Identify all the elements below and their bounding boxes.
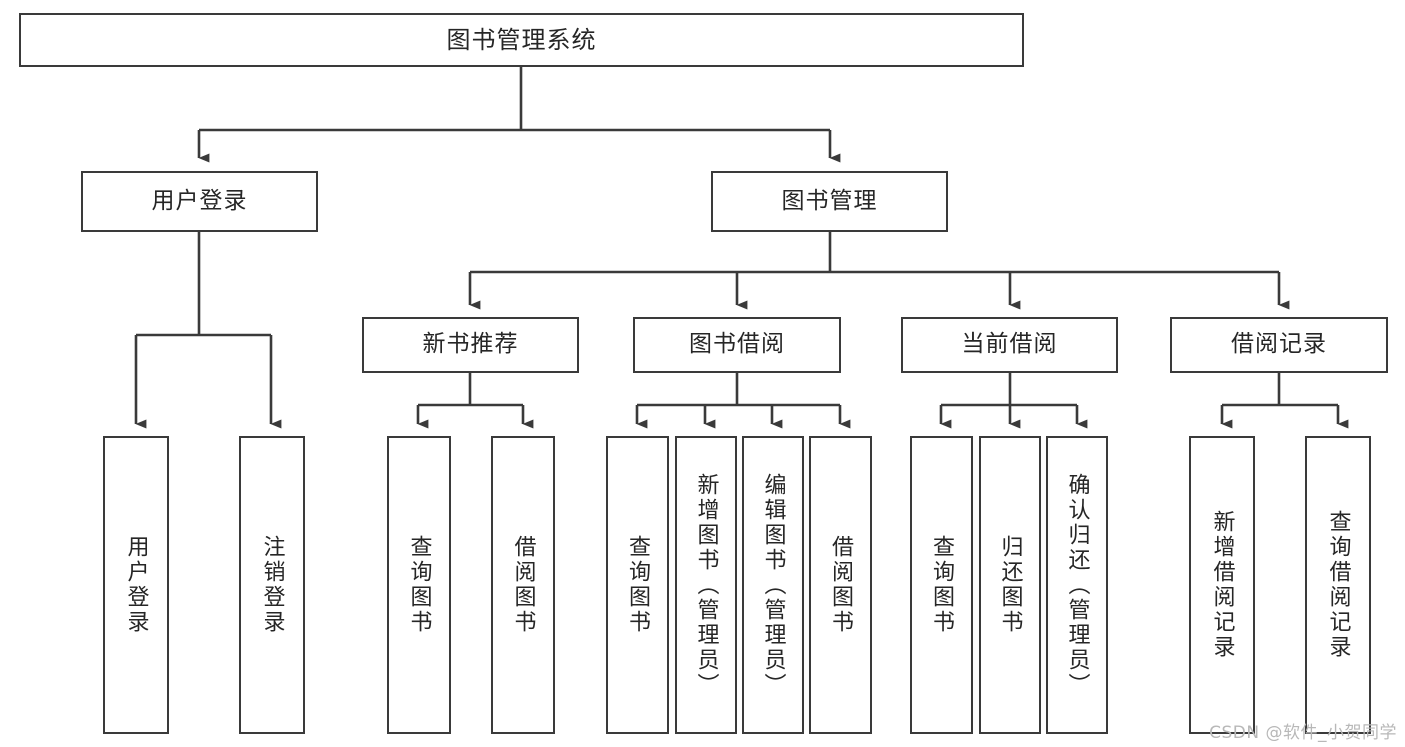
node-current-borrow[interactable]: 当前借阅 xyxy=(901,317,1118,373)
leaf-user-logout[interactable]: 注销登录 xyxy=(239,436,305,734)
leaf-query-book-1[interactable]: 查询图书 xyxy=(387,436,451,734)
node-user-login[interactable]: 用户登录 xyxy=(81,171,318,232)
leaf-borrow-book-1[interactable]: 借阅图书 xyxy=(491,436,555,734)
leaf-return-book[interactable]: 归还图书 xyxy=(979,436,1041,734)
leaf-query-record[interactable]: 查询借阅记录 xyxy=(1305,436,1371,734)
node-label: 图书管理系统 xyxy=(446,25,597,54)
node-label: 当前借阅 xyxy=(961,331,1058,358)
node-label: 借阅图书 xyxy=(510,535,536,635)
node-new-book-recommend[interactable]: 新书推荐 xyxy=(362,317,579,373)
node-book-manage[interactable]: 图书管理 xyxy=(711,171,948,232)
node-label: 新书推荐 xyxy=(422,331,519,358)
leaf-edit-book[interactable]: 编辑图书（管理员） xyxy=(742,436,804,734)
leaf-confirm-return[interactable]: 确认归还（管理员） xyxy=(1046,436,1108,734)
leaf-add-book[interactable]: 新增图书（管理员） xyxy=(675,436,737,734)
node-label: 确认归还（管理员） xyxy=(1064,472,1090,698)
node-label: 图书借阅 xyxy=(689,331,785,358)
node-root-system[interactable]: 图书管理系统 xyxy=(19,13,1024,67)
leaf-query-book-3[interactable]: 查询图书 xyxy=(910,436,973,734)
node-label: 查询图书 xyxy=(406,535,432,635)
node-label: 用户登录 xyxy=(123,535,149,635)
node-label: 新增图书（管理员） xyxy=(693,472,719,698)
node-label: 归还图书 xyxy=(997,535,1023,635)
node-label: 查询图书 xyxy=(929,535,955,635)
leaf-query-book-2[interactable]: 查询图书 xyxy=(606,436,669,734)
node-label: 借阅图书 xyxy=(828,535,854,635)
node-label: 查询图书 xyxy=(625,535,651,635)
node-label: 用户登录 xyxy=(151,187,248,214)
node-borrow-record[interactable]: 借阅记录 xyxy=(1170,317,1388,373)
node-book-borrow[interactable]: 图书借阅 xyxy=(633,317,841,373)
node-label: 借阅记录 xyxy=(1231,331,1327,358)
leaf-user-login[interactable]: 用户登录 xyxy=(103,436,169,734)
node-label: 查询借阅记录 xyxy=(1325,510,1351,660)
node-label: 图书管理 xyxy=(781,187,878,214)
node-label: 编辑图书（管理员） xyxy=(760,472,786,698)
node-label: 注销登录 xyxy=(259,535,285,635)
leaf-add-record[interactable]: 新增借阅记录 xyxy=(1189,436,1255,734)
leaf-borrow-book-2[interactable]: 借阅图书 xyxy=(809,436,872,734)
node-label: 新增借阅记录 xyxy=(1209,510,1235,660)
